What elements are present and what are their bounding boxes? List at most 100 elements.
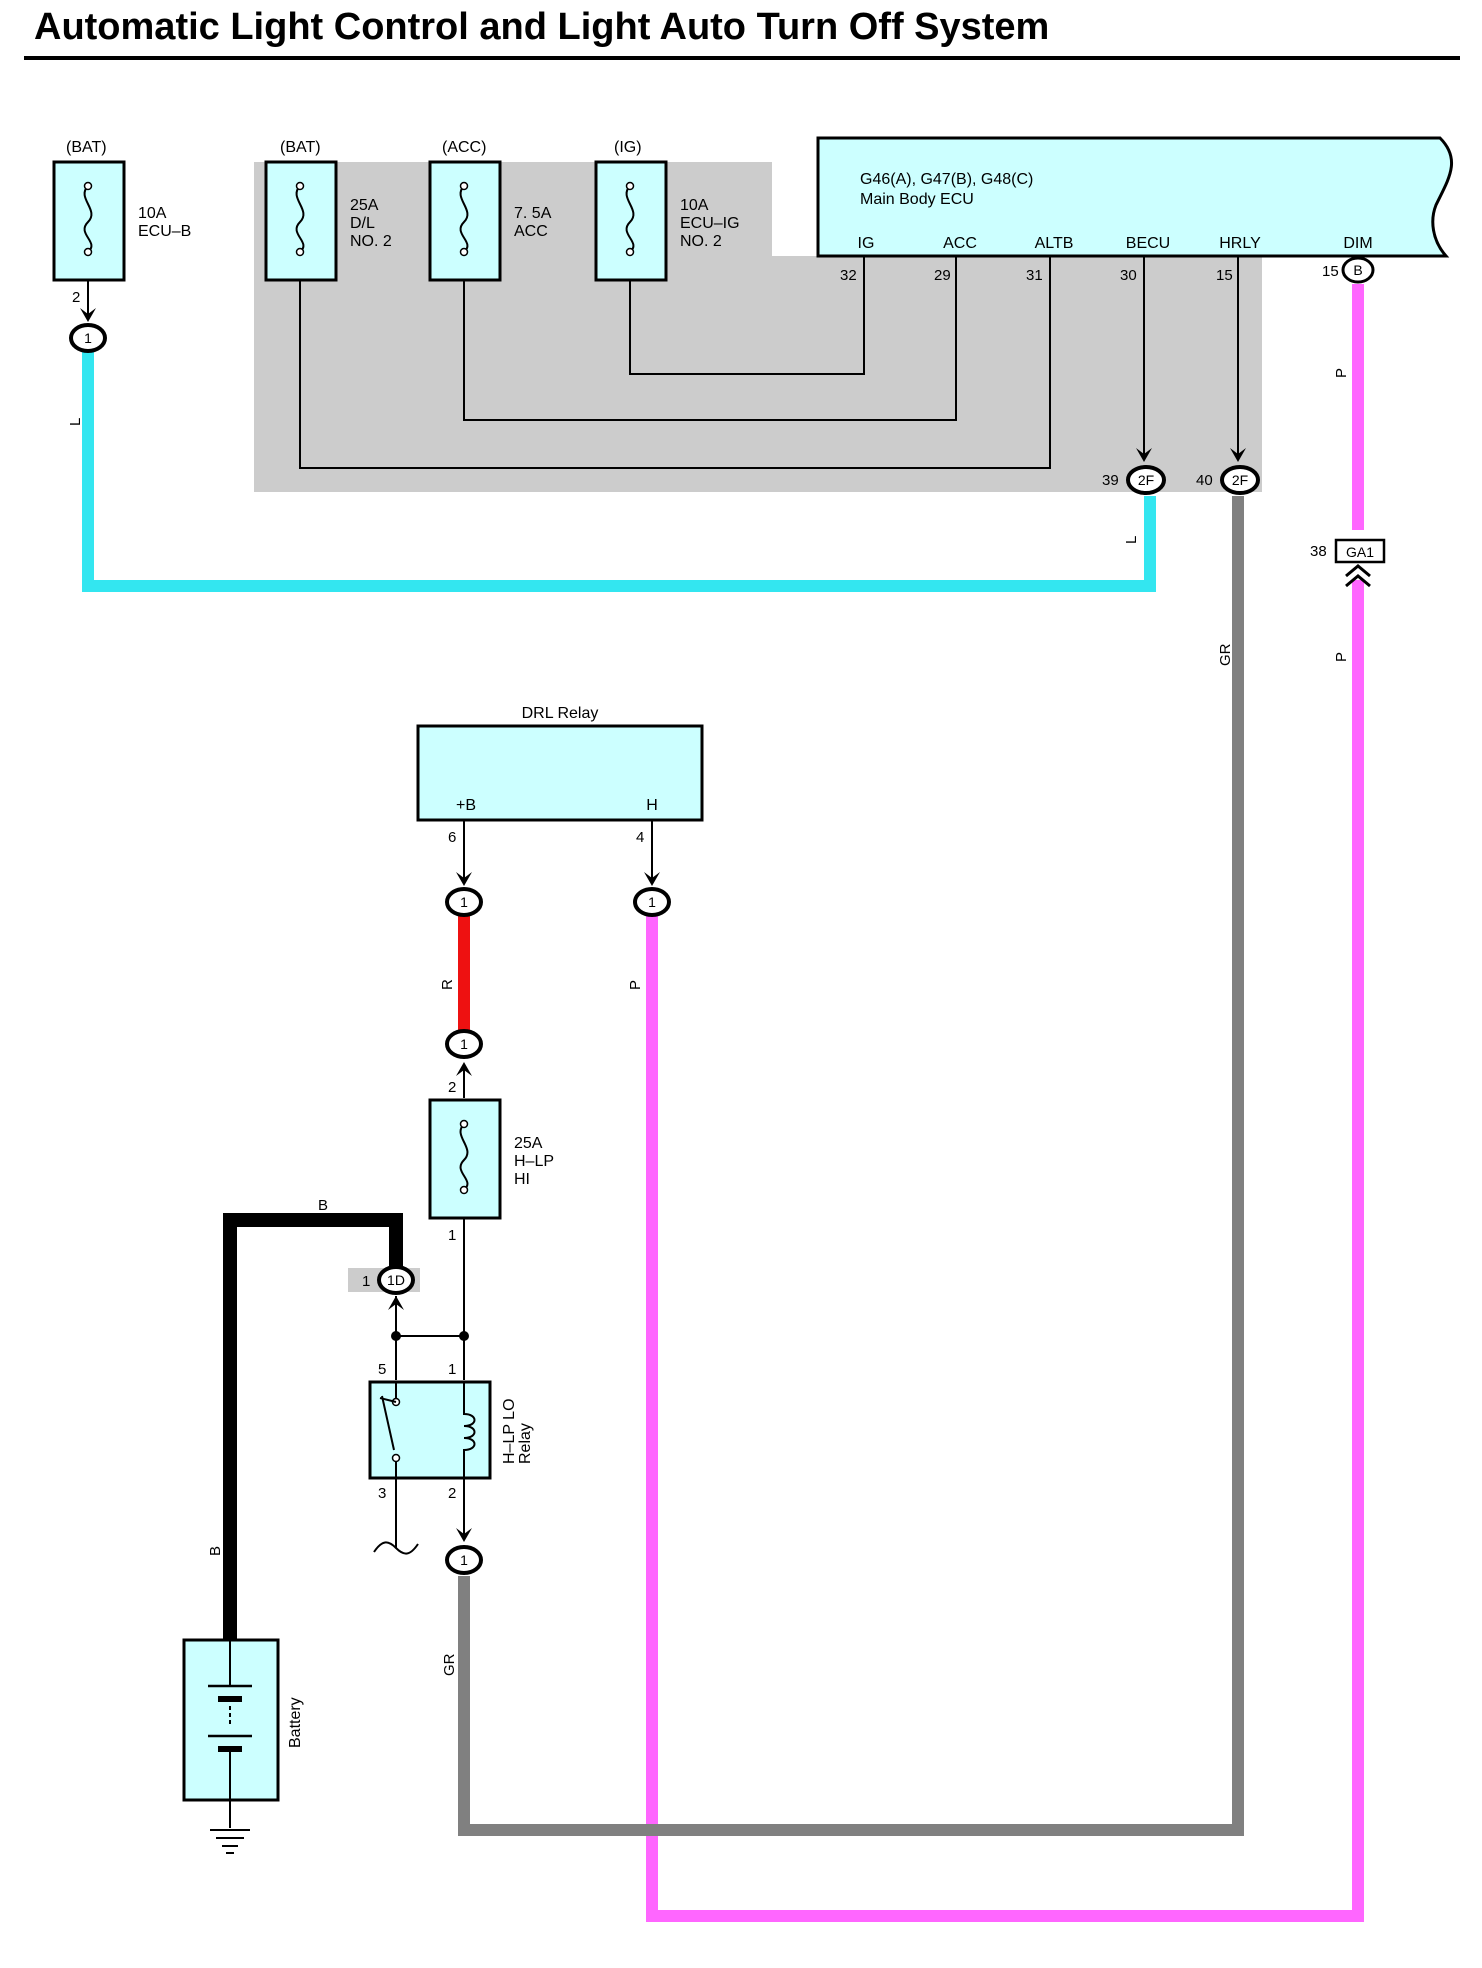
h-lp-lo-relay[interactable]: 5 1 3 2 H–LP LO Relay bbox=[368, 1361, 534, 1502]
svg-text:29: 29 bbox=[934, 267, 951, 284]
svg-text:2: 2 bbox=[448, 1079, 456, 1096]
svg-text:B: B bbox=[207, 1546, 224, 1556]
svg-text:1: 1 bbox=[460, 1036, 468, 1052]
connector-1d[interactable]: 1 1D bbox=[348, 1265, 420, 1310]
svg-text:1D: 1D bbox=[387, 1272, 405, 1288]
title-rule bbox=[24, 56, 1460, 60]
drl-relay[interactable]: DRL Relay +B H 6 4 bbox=[416, 705, 704, 846]
ecu-terminal-hrly: HRLY bbox=[1219, 235, 1261, 252]
svg-text:R: R bbox=[439, 979, 456, 990]
ecu-terminal-altb: ALTB bbox=[1035, 235, 1074, 252]
svg-text:Battery: Battery bbox=[287, 1697, 304, 1748]
diagram-title: Automatic Light Control and Light Auto T… bbox=[34, 6, 1050, 48]
fuse-rating: 25A bbox=[514, 1135, 543, 1152]
svg-text:Relay: Relay bbox=[517, 1423, 534, 1464]
fuse-name-2: NO. 2 bbox=[680, 233, 722, 250]
ecu-terminal-acc: ACC bbox=[943, 235, 977, 252]
fuse-rating: 25A bbox=[350, 197, 379, 214]
svg-text:39: 39 bbox=[1102, 472, 1119, 489]
fuse-supply-label: (BAT) bbox=[280, 139, 321, 156]
junction-dot bbox=[459, 1331, 469, 1341]
ground-symbol bbox=[210, 1800, 250, 1854]
fuse-supply-label: (IG) bbox=[614, 139, 642, 156]
svg-text:1: 1 bbox=[362, 1273, 370, 1290]
fuse-rating: 10A bbox=[680, 197, 709, 214]
svg-text:30: 30 bbox=[1120, 267, 1137, 284]
ecu-name: Main Body ECU bbox=[860, 191, 974, 208]
svg-text:1: 1 bbox=[648, 894, 656, 910]
svg-text:2F: 2F bbox=[1138, 472, 1154, 488]
svg-text:31: 31 bbox=[1026, 267, 1043, 284]
svg-text:2: 2 bbox=[448, 1485, 456, 1502]
fuse-name: D/L bbox=[350, 215, 375, 232]
fuse-name: ACC bbox=[514, 223, 548, 240]
wire-p-main bbox=[646, 580, 1364, 1922]
main-body-ecu[interactable]: G46(A), G47(B), G48(C) Main Body ECU IG … bbox=[816, 136, 1454, 258]
fuse-name: H–LP bbox=[514, 1153, 554, 1170]
fuse-name-2: NO. 2 bbox=[350, 233, 392, 250]
connector-ecu-b[interactable]: 2 1 bbox=[69, 289, 107, 353]
connector-2f-39[interactable]: 39 2F bbox=[1102, 448, 1166, 495]
svg-text:32: 32 bbox=[840, 267, 857, 284]
connector-dim-b[interactable]: B bbox=[1341, 256, 1375, 284]
ecu-pin-numbers: 32 29 31 30 15 15 bbox=[840, 263, 1339, 284]
svg-text:40: 40 bbox=[1196, 472, 1213, 489]
ecu-terminal-ig: IG bbox=[858, 235, 875, 252]
svg-text:1: 1 bbox=[448, 1227, 456, 1244]
connector-2f-40[interactable]: 40 2F bbox=[1196, 448, 1260, 495]
svg-text:15: 15 bbox=[1216, 267, 1233, 284]
svg-text:B: B bbox=[318, 1197, 328, 1214]
svg-text:1: 1 bbox=[460, 1552, 468, 1568]
fuse-ecu-ig-no2[interactable]: (IG) 10A ECU–IG NO. 2 bbox=[594, 139, 740, 282]
open-terminal-squiggle bbox=[373, 1541, 419, 1555]
fuse-supply-label: (BAT) bbox=[66, 139, 107, 156]
svg-text:5: 5 bbox=[378, 1361, 386, 1378]
fuse-supply-label: (ACC) bbox=[442, 139, 486, 156]
svg-text:4: 4 bbox=[636, 829, 644, 846]
svg-text:2F: 2F bbox=[1232, 472, 1248, 488]
svg-text:H: H bbox=[646, 797, 658, 814]
svg-text:P: P bbox=[627, 980, 644, 990]
thin-wires bbox=[87, 254, 1239, 1548]
connector-ga1[interactable]: 38 GA1 bbox=[1310, 538, 1386, 588]
svg-text:6: 6 bbox=[448, 829, 456, 846]
junction-dot bbox=[391, 1331, 401, 1341]
wire-b bbox=[223, 1213, 403, 1640]
svg-text:L: L bbox=[1123, 536, 1140, 544]
connector-relay-bottom[interactable]: 1 bbox=[445, 1528, 483, 1575]
ecu-code: G46(A), G47(B), G48(C) bbox=[860, 171, 1033, 188]
svg-text:L: L bbox=[67, 418, 84, 426]
fuse-h-lp-hi[interactable]: 25A H–LP HI 1 bbox=[428, 1098, 554, 1244]
svg-text:H–LP LO: H–LP LO bbox=[501, 1398, 518, 1464]
fuse-ecu-b[interactable]: (BAT) 10A ECU–B bbox=[52, 139, 191, 282]
shaded-group bbox=[254, 162, 1262, 492]
svg-text:38: 38 bbox=[1310, 543, 1327, 560]
wire-gr bbox=[458, 496, 1244, 1836]
svg-text:GR: GR bbox=[441, 1653, 458, 1676]
fuse-dl-no2[interactable]: (BAT) 25A D/L NO. 2 bbox=[264, 139, 392, 282]
connector-drl-h[interactable]: 1 bbox=[633, 872, 671, 917]
battery[interactable]: Battery bbox=[182, 1638, 304, 1802]
fuse-name: ECU–IG bbox=[680, 215, 740, 232]
wire-l bbox=[82, 352, 1156, 592]
svg-text:3: 3 bbox=[378, 1485, 386, 1502]
fuse-acc[interactable]: (ACC) 7. 5A ACC bbox=[428, 139, 552, 282]
fuse-rating: 10A bbox=[138, 205, 167, 222]
svg-text:1: 1 bbox=[448, 1361, 456, 1378]
svg-text:P: P bbox=[1333, 652, 1350, 662]
svg-text:1: 1 bbox=[84, 330, 92, 346]
fuse-name: ECU–B bbox=[138, 223, 191, 240]
svg-text:+B: +B bbox=[456, 797, 476, 814]
svg-text:B: B bbox=[1353, 262, 1362, 278]
drl-relay-name: DRL Relay bbox=[522, 705, 599, 722]
svg-text:1: 1 bbox=[460, 894, 468, 910]
fuse-name-2: HI bbox=[514, 1171, 530, 1188]
connector-hlp-hi-top[interactable]: 1 2 bbox=[445, 1029, 483, 1096]
connector-drl-b[interactable]: 1 bbox=[445, 872, 483, 917]
svg-text:P: P bbox=[1333, 368, 1350, 378]
ecu-terminal-dim: DIM bbox=[1343, 235, 1372, 252]
svg-text:GA1: GA1 bbox=[1346, 544, 1374, 560]
svg-text:GR: GR bbox=[1217, 643, 1234, 666]
ecu-terminal-becu: BECU bbox=[1126, 235, 1170, 252]
